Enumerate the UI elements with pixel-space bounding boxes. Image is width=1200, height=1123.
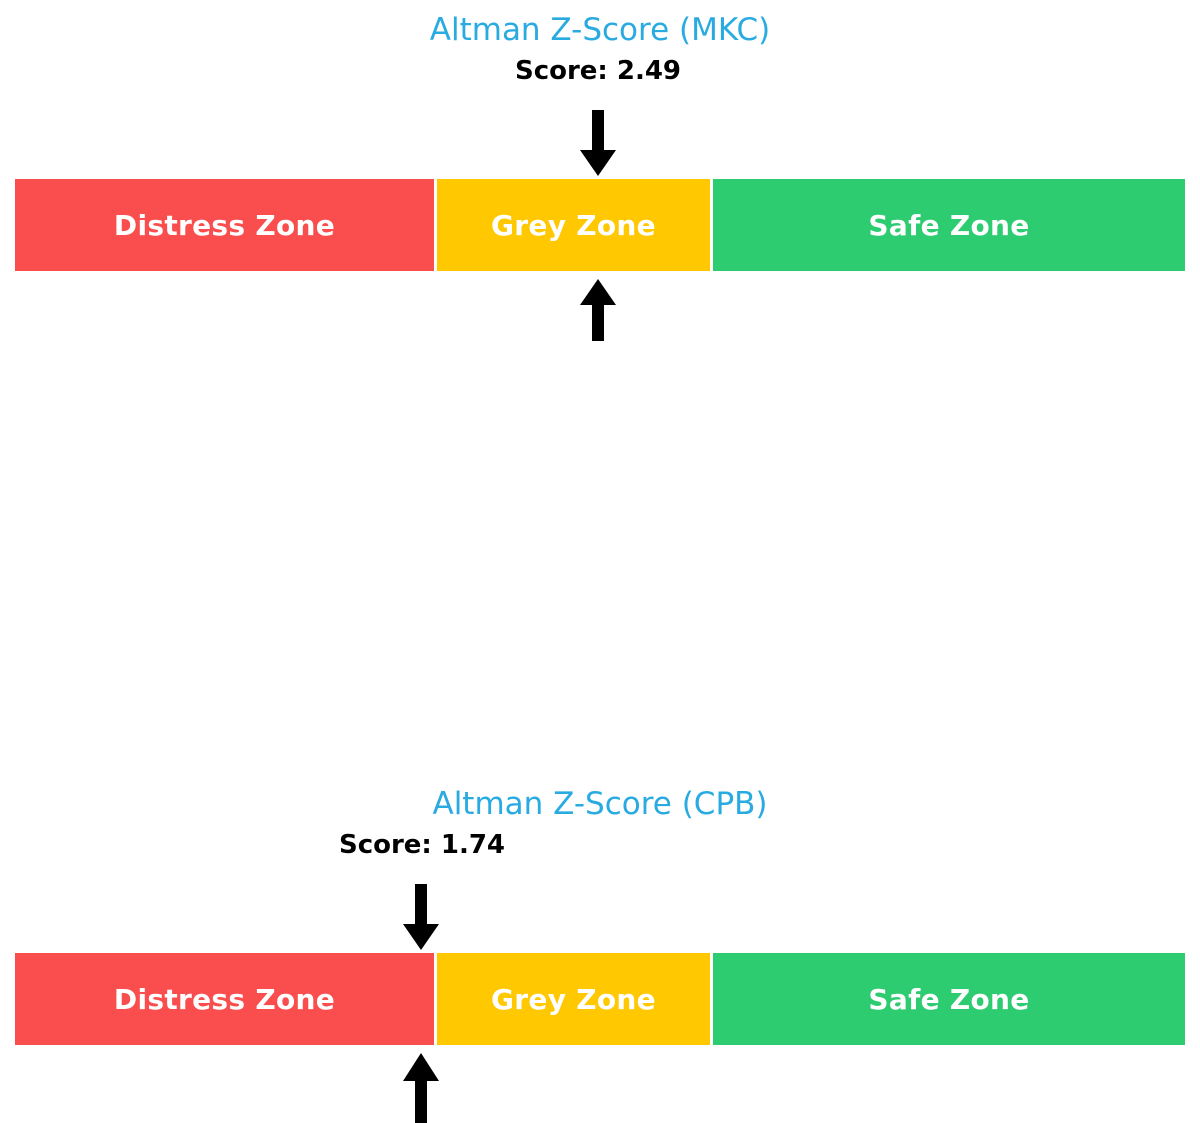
zone-label-grey-cpb: Grey Zone (491, 982, 656, 1016)
chart-title-cpb: Altman Z-Score (CPB) (432, 786, 768, 822)
zone-label-grey-mkc: Grey Zone (491, 208, 656, 242)
zone-segment-distress-cpb: Distress Zone (15, 953, 437, 1045)
zscore-panel-mkc: Altman Z-Score (MKC) Score: 2.49 Distres… (0, 0, 1200, 387)
zone-segment-distress-mkc: Distress Zone (15, 179, 437, 271)
zone-label-distress-mkc: Distress Zone (113, 208, 336, 242)
zscore-panel-cpb: Altman Z-Score (CPB) Score: 1.74 Distres… (0, 387, 1200, 1123)
zscore-zone-bar-cpb: Distress Zone Grey Zone Safe Zone (15, 953, 1185, 1045)
arrow-up-icon-mkc (578, 279, 618, 341)
zone-label-distress-cpb: Distress Zone (113, 982, 336, 1016)
zone-segment-safe-mkc: Safe Zone (713, 179, 1185, 271)
zone-label-safe-cpb: Safe Zone (868, 982, 1030, 1016)
zone-label-safe-mkc: Safe Zone (868, 208, 1030, 242)
zone-segment-safe-cpb: Safe Zone (713, 953, 1185, 1045)
arrow-up-icon-cpb (401, 1053, 441, 1123)
score-label-cpb: Score: 1.74 (338, 830, 506, 860)
arrow-down-icon-mkc (578, 110, 618, 178)
arrow-down-icon-cpb (401, 884, 441, 952)
score-label-mkc: Score: 2.49 (514, 56, 682, 86)
chart-title-mkc: Altman Z-Score (MKC) (429, 12, 771, 48)
zone-segment-grey-cpb: Grey Zone (437, 953, 713, 1045)
zone-segment-grey-mkc: Grey Zone (437, 179, 713, 271)
zscore-zone-bar-mkc: Distress Zone Grey Zone Safe Zone (15, 179, 1185, 271)
